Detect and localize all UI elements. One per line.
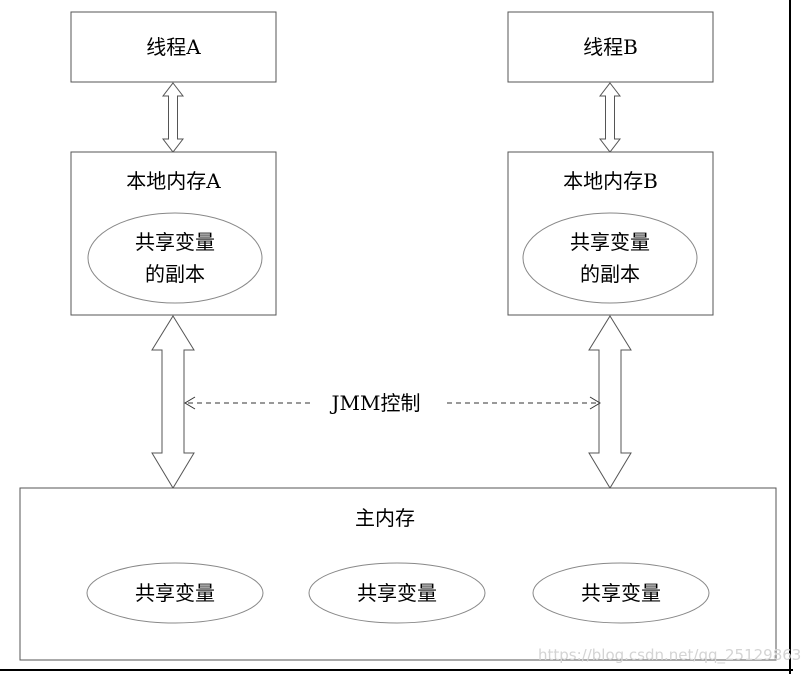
thread-a-node: 线程A — [70, 11, 277, 83]
local-memory-b-copy-line2: 的副本 — [580, 262, 640, 286]
image-border-bottom — [0, 669, 793, 671]
main-memory-variable-ellipse — [308, 562, 486, 624]
local-memory-a-label: 本地内存A — [126, 169, 221, 193]
jmm-control-label: JMM控制 — [330, 391, 421, 415]
image-border-right — [789, 0, 791, 674]
thread-a-box — [70, 11, 277, 83]
thread-b-node: 线程B — [507, 11, 714, 83]
local-memory-a-node: 本地内存A 共享变量 的副本 — [70, 151, 277, 316]
watermark-text: https://blog.csdn.net/qq_25129863 — [538, 646, 801, 664]
thread-a-label: 线程A — [146, 35, 201, 59]
local-memory-b-copy-ellipse — [522, 212, 698, 304]
jmm-control-arrowhead-right — [589, 396, 601, 410]
main-memory-variable-label: 共享变量 — [581, 581, 661, 605]
main-memory-variable-label: 共享变量 — [357, 581, 437, 605]
local-memory-a-copy-ellipse — [87, 212, 263, 304]
local-memory-a-copy-line1: 共享变量 — [135, 230, 215, 254]
thread-b-local-double-arrow — [598, 82, 622, 153]
main-memory-variable-ellipse — [86, 562, 264, 624]
main-memory-node: 主内存 共享变量 共享变量 共享变量 — [19, 487, 777, 661]
local-memory-b-node: 本地内存B 共享变量 的副本 — [507, 151, 714, 316]
main-memory-variable-label: 共享变量 — [135, 581, 215, 605]
thread-b-label: 线程B — [583, 35, 638, 59]
jmm-control-connector: JMM控制 — [184, 391, 601, 415]
local-memory-b-copy-line1: 共享变量 — [570, 230, 650, 254]
thread-a-local-double-arrow — [161, 82, 185, 153]
local-memory-a-copy-line2: 的副本 — [145, 262, 205, 286]
thread-b-box — [507, 11, 714, 83]
jmm-control-arrowhead-left — [184, 396, 196, 410]
main-memory-label: 主内存 — [355, 506, 415, 530]
main-memory-variable-ellipse — [532, 562, 710, 624]
local-memory-b-label: 本地内存B — [563, 169, 658, 193]
local-b-main-double-arrow — [588, 315, 632, 489]
local-a-main-double-arrow — [151, 315, 195, 489]
